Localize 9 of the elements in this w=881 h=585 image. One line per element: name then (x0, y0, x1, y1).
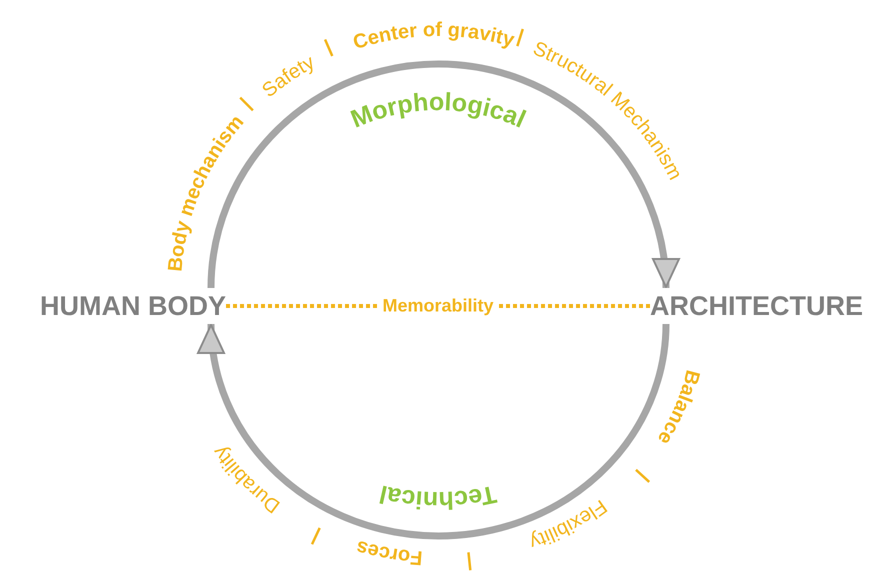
node-label: ARCHITECTURE (650, 288, 863, 324)
arrow (208, 60, 678, 288)
arrow (198, 324, 670, 540)
edge-label: Memorability (378, 296, 498, 316)
edge-label: Technical (376, 480, 499, 514)
curved-label: Forces (354, 536, 424, 569)
curved-label: Center of gravity (350, 18, 517, 54)
node-label: HUMAN BODY (40, 288, 226, 324)
edge-label: Morphological (346, 88, 530, 134)
